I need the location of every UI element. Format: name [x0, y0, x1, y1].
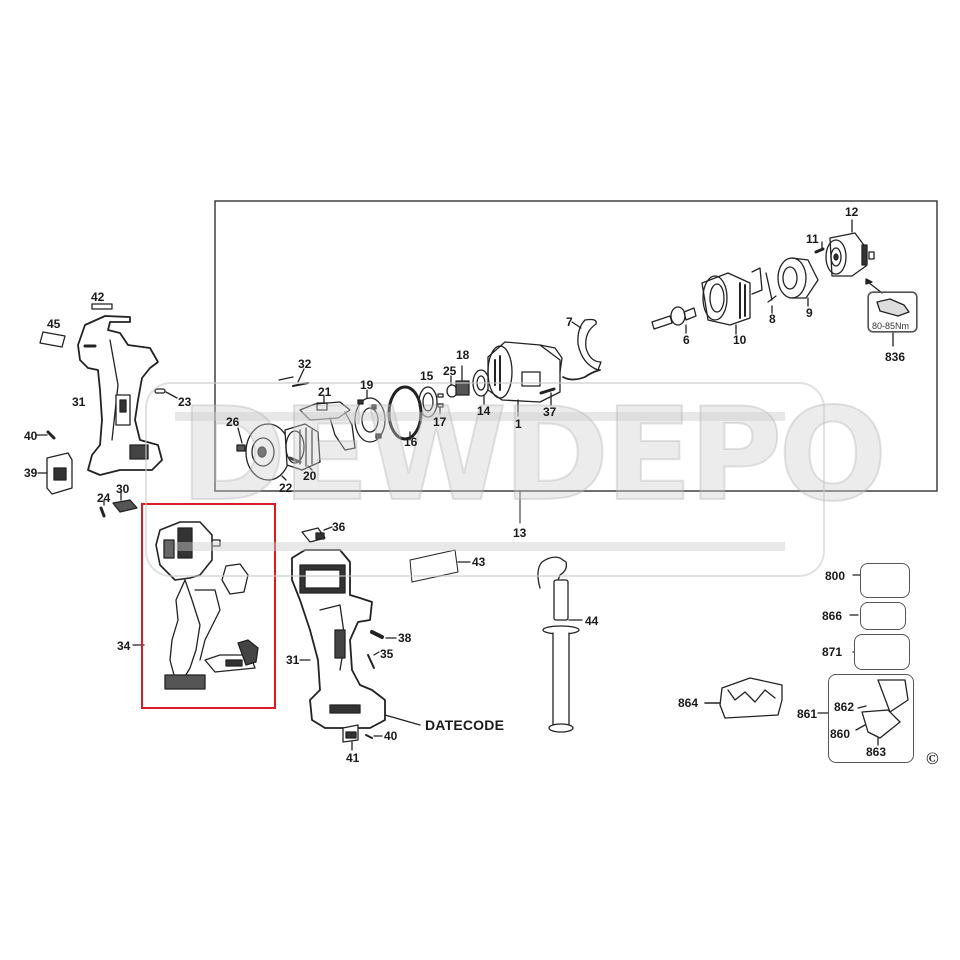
label-14[interactable]: 14 — [477, 404, 491, 418]
label-35[interactable]: 35 — [380, 647, 394, 661]
part-6-spindle-icon — [651, 306, 697, 334]
part-35-screw-icon — [367, 651, 380, 669]
label-13[interactable]: 13 — [513, 526, 527, 540]
datecode-label: DATECODE — [425, 717, 505, 733]
label-25[interactable]: 25 — [443, 364, 457, 378]
label-15[interactable]: 15 — [420, 369, 434, 383]
copyright-symbol: © — [926, 749, 939, 768]
part-40-screw-b-icon — [365, 734, 383, 739]
label-24[interactable]: 24 — [97, 491, 111, 505]
label-836[interactable]: 836 — [885, 350, 906, 364]
label-17[interactable]: 17 — [433, 415, 447, 429]
label-864[interactable]: 864 — [678, 696, 699, 710]
part-44-side-handle-icon — [537, 556, 583, 733]
label-31-mid[interactable]: 31 — [286, 653, 300, 667]
part-31-housing-left-icon — [77, 315, 163, 476]
label-19[interactable]: 19 — [360, 378, 374, 392]
part-18-pinion-icon — [455, 365, 470, 396]
part-861-kit-box-icon — [817, 679, 909, 746]
accessory-box-861 — [828, 674, 914, 763]
label-36[interactable]: 36 — [332, 520, 346, 534]
part-43-label-icon — [409, 549, 471, 583]
label-37[interactable]: 37 — [543, 405, 557, 419]
label-45[interactable]: 45 — [47, 317, 61, 331]
part-15-ring-icon — [418, 386, 438, 418]
label-40-bottom[interactable]: 40 — [384, 729, 398, 743]
label-23[interactable]: 23 — [178, 395, 192, 409]
part-31-housing-right-icon — [291, 549, 421, 729]
label-862[interactable]: 862 — [834, 700, 855, 714]
label-31-top[interactable]: 31 — [72, 395, 86, 409]
part-45-label-icon — [39, 331, 66, 348]
part-22-motor-cap-icon — [245, 423, 291, 481]
accessory-box-800 — [860, 563, 910, 598]
label-10[interactable]: 10 — [733, 333, 747, 347]
label-38[interactable]: 38 — [398, 631, 412, 645]
label-34[interactable]: 34 — [117, 639, 131, 653]
label-1[interactable]: 1 — [515, 417, 522, 431]
part-11-screw-icon — [814, 241, 825, 254]
part-36-slider-icon — [301, 526, 333, 543]
label-26[interactable]: 26 — [226, 415, 240, 429]
part-37-screw-icon — [539, 387, 556, 406]
accessory-box-866 — [860, 602, 906, 630]
part-40-screw-icon — [36, 430, 56, 440]
part-20-motor-icon — [284, 423, 321, 471]
label-7[interactable]: 7 — [566, 315, 573, 329]
part-21-circuit-icon — [299, 395, 356, 451]
label-21[interactable]: 21 — [318, 385, 332, 399]
label-12[interactable]: 12 — [845, 205, 859, 219]
torque-box-836 — [868, 292, 917, 332]
label-8[interactable]: 8 — [769, 312, 776, 326]
torque-label: 80-85Nm — [872, 321, 910, 331]
label-39[interactable]: 39 — [24, 466, 38, 480]
part-39-belt-clip-icon — [37, 452, 73, 495]
label-42[interactable]: 42 — [91, 290, 105, 304]
part-17-pins-icon — [437, 393, 444, 415]
part-24-screw-icon — [99, 499, 106, 518]
part-7-clip-icon — [562, 318, 602, 381]
part-41-bit-holder-icon — [342, 724, 359, 751]
label-860[interactable]: 860 — [830, 727, 851, 741]
label-863[interactable]: 863 — [866, 745, 887, 759]
label-20[interactable]: 20 — [303, 469, 317, 483]
part-19-end-plate-icon — [354, 389, 386, 443]
part-12-chuck-icon — [825, 219, 883, 294]
label-871[interactable]: 871 — [822, 645, 843, 659]
accessory-box-871 — [854, 634, 910, 670]
part-8-pins-icon — [751, 267, 777, 314]
watermark-bar-bottom — [175, 542, 785, 551]
watermark-bar-top — [175, 412, 785, 421]
label-861[interactable]: 861 — [797, 707, 818, 721]
label-16[interactable]: 16 — [404, 435, 418, 449]
label-40-top[interactable]: 40 — [24, 429, 38, 443]
label-22[interactable]: 22 — [279, 481, 293, 495]
part-16-seal-ring-icon — [387, 385, 423, 441]
part-30-latch-icon — [112, 490, 138, 513]
label-9[interactable]: 9 — [806, 306, 813, 320]
label-11[interactable]: 11 — [806, 232, 819, 246]
label-41[interactable]: 41 — [346, 751, 360, 765]
part-38-screw-icon — [370, 630, 397, 639]
part-1-housing-icon — [487, 341, 563, 417]
part-864-case-insert-icon — [704, 677, 783, 719]
label-18[interactable]: 18 — [456, 348, 470, 362]
label-6[interactable]: 6 — [683, 333, 690, 347]
label-30[interactable]: 30 — [116, 482, 130, 496]
part-10-ring-gear-icon — [701, 272, 751, 335]
part-42-label-icon — [91, 303, 113, 310]
watermark-text: DEWDEPO — [179, 381, 888, 530]
watermark-frame — [145, 382, 825, 577]
part-9-clutch-icon — [777, 257, 819, 307]
label-32[interactable]: 32 — [298, 357, 312, 371]
highlight-box-part-34[interactable] — [141, 503, 276, 709]
label-43[interactable]: 43 — [472, 555, 486, 569]
label-44[interactable]: 44 — [585, 614, 599, 628]
part-26-screw-icon — [236, 427, 246, 452]
label-866[interactable]: 866 — [822, 609, 843, 623]
label-800[interactable]: 800 — [825, 569, 846, 583]
